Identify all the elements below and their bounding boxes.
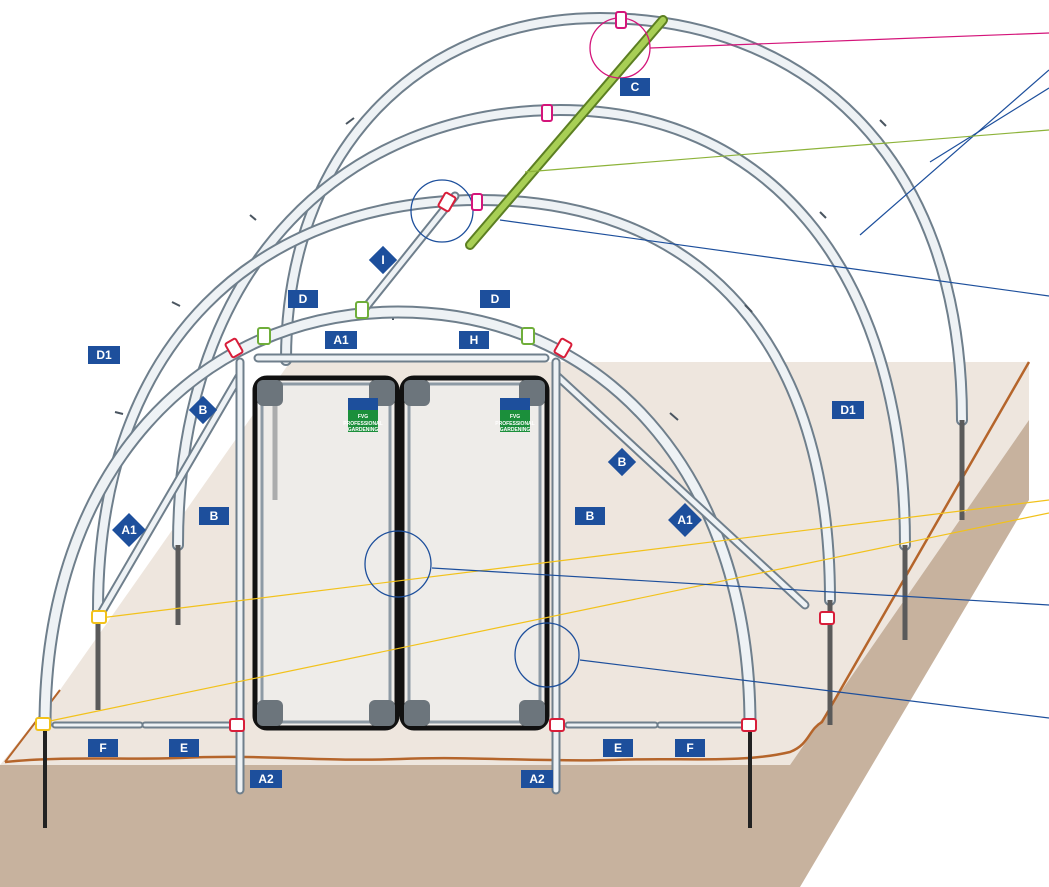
label-d-left: D <box>288 290 318 308</box>
logo-left-line1: PROFESSIONAL <box>343 421 382 427</box>
label-a2-right: A2 <box>521 770 553 788</box>
svg-text:B: B <box>210 509 219 523</box>
clips <box>35 11 835 732</box>
svg-text:B: B <box>199 403 208 417</box>
logo-left-line2: GARDENING <box>348 427 379 433</box>
pipe-clip-icon <box>819 611 835 625</box>
label-d1-left: D1 <box>88 346 120 364</box>
pipe-clip-icon <box>541 104 553 122</box>
label-b-right: B <box>575 507 605 525</box>
svg-text:A1: A1 <box>333 333 349 347</box>
logo-left: FVG PROFESSIONAL GARDENING <box>343 398 383 433</box>
pipe-clip-icon <box>471 193 483 211</box>
logo-right: FVG PROFESSIONAL GARDENING <box>495 398 535 433</box>
svg-text:E: E <box>614 741 622 755</box>
label-e-left: E <box>169 739 199 757</box>
label-b-left: B <box>199 507 229 525</box>
pipe-clip-icon <box>224 337 244 359</box>
callout-circle-icon <box>514 622 580 688</box>
svg-text:A2: A2 <box>258 772 274 786</box>
ridge-pole <box>465 15 668 250</box>
logo-left-brand: FVG <box>358 414 368 420</box>
door-left <box>252 375 400 731</box>
pipe-clip-icon <box>437 191 457 213</box>
svg-text:B: B <box>586 509 595 523</box>
svg-text:E: E <box>180 741 188 755</box>
svg-text:C: C <box>631 80 640 94</box>
svg-text:H: H <box>470 333 479 347</box>
svg-text:B: B <box>618 455 627 469</box>
label-a1-top: A1 <box>325 331 357 349</box>
label-f-left: F <box>88 739 118 757</box>
pointer-lines <box>44 32 1049 723</box>
label-f-right: F <box>675 739 705 757</box>
pipe-clip-icon <box>257 327 271 345</box>
label-e-right: E <box>603 739 633 757</box>
svg-text:I: I <box>381 253 384 267</box>
svg-text:A1: A1 <box>121 523 137 537</box>
logo-right-brand: FVG <box>510 414 520 420</box>
diagonal-braces <box>95 191 810 620</box>
pipe-clip-icon <box>521 327 535 345</box>
label-a1-right: A1 <box>668 503 702 537</box>
label-b-right-diag: B <box>607 447 637 477</box>
pipe-clip-icon <box>35 717 51 731</box>
pipe-clip-icon <box>741 718 757 732</box>
pipe-clip-icon <box>549 718 565 732</box>
logo-right-line1: PROFESSIONAL <box>495 421 534 427</box>
pipe-clip-icon <box>91 610 107 624</box>
pipe-clip-icon <box>355 301 369 319</box>
svg-text:F: F <box>686 741 693 755</box>
svg-text:F: F <box>99 741 106 755</box>
svg-text:A1: A1 <box>677 513 693 527</box>
label-a2-left: A2 <box>250 770 282 788</box>
callout-circle-icon <box>364 530 432 598</box>
svg-text:D: D <box>299 292 308 306</box>
label-h: H <box>459 331 489 349</box>
logo-right-line2: GARDENING <box>500 427 531 433</box>
pipe-clip-icon <box>615 11 627 29</box>
label-c: C <box>620 78 650 96</box>
svg-text:D1: D1 <box>96 348 112 362</box>
label-d1-right: D1 <box>832 401 864 419</box>
front-ground-anchors <box>43 730 752 828</box>
ground-edge <box>4 361 1031 764</box>
pipe-clip-icon <box>229 718 245 732</box>
svg-text:D: D <box>491 292 500 306</box>
label-d-right: D <box>480 290 510 308</box>
svg-text:A2: A2 <box>529 772 545 786</box>
pipe-clip-icon <box>553 337 573 359</box>
svg-text:D1: D1 <box>840 403 856 417</box>
callout-circle-icon <box>410 179 474 243</box>
